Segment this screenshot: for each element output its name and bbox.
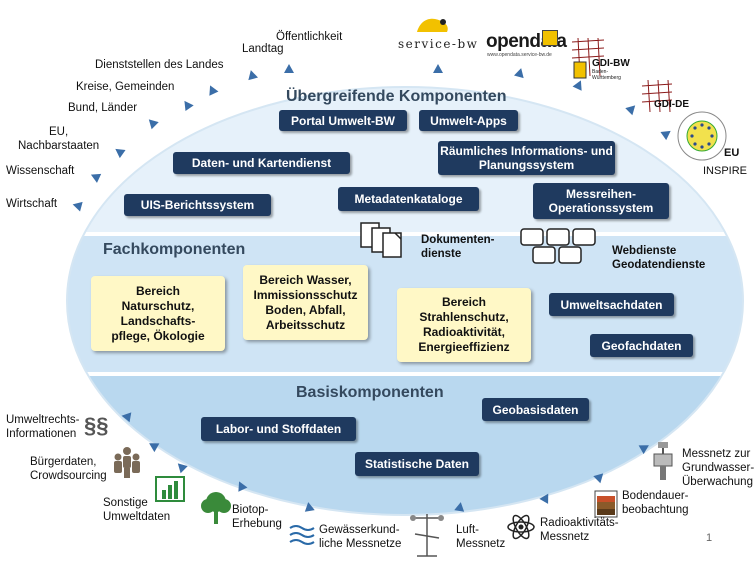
section-title-uebergreifend: Übergreifende Komponenten [286,88,507,105]
box-umweltsachdaten: Umweltsachdaten [549,293,674,316]
box-metadatenkataloge: Metadatenkataloge [338,187,479,211]
label-radio: Radioaktivitäts- Messnetz [540,517,619,543]
label-sonstige: Sonstige Umweltdaten [103,497,171,523]
label-gewaesser: Gewässerkund- liche Messnetze [319,524,402,550]
box-bereich-wasser: Bereich Wasser, Immissionsschutz Boden, … [243,265,368,340]
gdi-bw-grid-icon [571,37,605,79]
people-icon [114,447,140,478]
box-bereich-strahlen: Bereich Strahlenschutz, Radioaktivität, … [397,288,531,362]
box-geobasisdaten: Geobasisdaten [482,398,589,421]
documents-icon [360,222,402,258]
label-webdienste: Webdienste Geodatendienste [612,245,706,271]
label-luft: Luft- Messnetz [456,524,506,550]
web-services-icon [520,228,596,264]
arrow-icon [454,501,466,512]
logo-gdi-bw-sub: Baden- Württemberg [592,69,621,81]
label-buerger: Bürgerdaten, Crowdsourcing [30,456,107,482]
box-bereich-natur: Bereich Naturschutz, Landschafts- pflege… [91,276,225,351]
box-messreihen: Messreihen-Operationssystem [533,183,669,219]
service-bw-lion-icon [417,18,448,32]
box-geofachdaten: Geofachdaten [590,334,693,357]
tree-icon [201,492,231,524]
label-oeffentlichkeit: Öffentlichkeit [276,31,343,43]
section-title-basis: Basiskomponenten [296,384,444,401]
box-daten-kartendienst: Daten- und Kartendienst [173,152,350,174]
label-wirtschaft: Wirtschaft [6,198,58,210]
box-labor-stoffdaten: Labor- und Stoffdaten [201,417,356,441]
soil-profile-icon [594,490,618,518]
arrow-icon [284,64,294,73]
label-dokumentendienste: Dokumenten- dienste [421,234,495,260]
label-umweltrecht: Umweltrechts- Informationen [6,414,80,440]
label-inspire: INSPIRE [703,165,748,177]
arrow-icon [120,410,132,423]
label-boden: Bodendauer- beobachtung [622,490,689,516]
label-wissenschaft: Wissenschaft [6,165,75,177]
page-number: 1 [706,532,713,544]
label-dienststellen: Dienststellen des Landes [95,59,224,71]
groundwater-well-icon [653,442,673,480]
label-biotop: Biotop- Erhebung [232,504,282,530]
box-umwelt-apps: Umwelt-Apps [419,110,518,131]
paragraph-icon: §§ [84,413,109,438]
arrow-icon [433,64,443,73]
label-grundwasser: Messnetz zur Grundwasser- Überwachung [682,448,755,488]
logo-opendata-url: www.opendata.service-bw.de [487,52,552,58]
arrow-icon [303,501,315,512]
box-portal-umwelt-bw: Portal Umwelt-BW [279,110,407,131]
box-statistische-daten: Statistische Daten [355,452,479,476]
box-uis-bericht: UIS-Berichtssystem [124,194,271,216]
label-eu-nachbar: EU, Nachbarstaaten [18,126,100,152]
section-title-fach: Fachkomponenten [103,241,246,258]
box-raeumliches-info: Räumliches Informations- und Planungssys… [438,141,615,175]
label-landtag: Landtag [242,43,284,55]
logo-service-bw: service-bw [398,37,479,51]
label-kreise: Kreise, Gemeinden [76,81,175,93]
label-eu: EU [724,147,740,159]
logo-gdi-de: GDI-DE [654,99,689,110]
logo-gdi-bw: GDI-BW [592,58,630,69]
eu-inspire-stars-icon [677,111,727,161]
gdi-de-grid-icon [641,79,673,113]
water-waves-icon [289,525,315,545]
weather-station-icon [410,514,444,557]
bar-chart-icon [155,476,185,502]
opendata-box-icon [542,30,558,46]
label-bund: Bund, Länder [68,102,138,114]
atom-icon [507,514,535,540]
